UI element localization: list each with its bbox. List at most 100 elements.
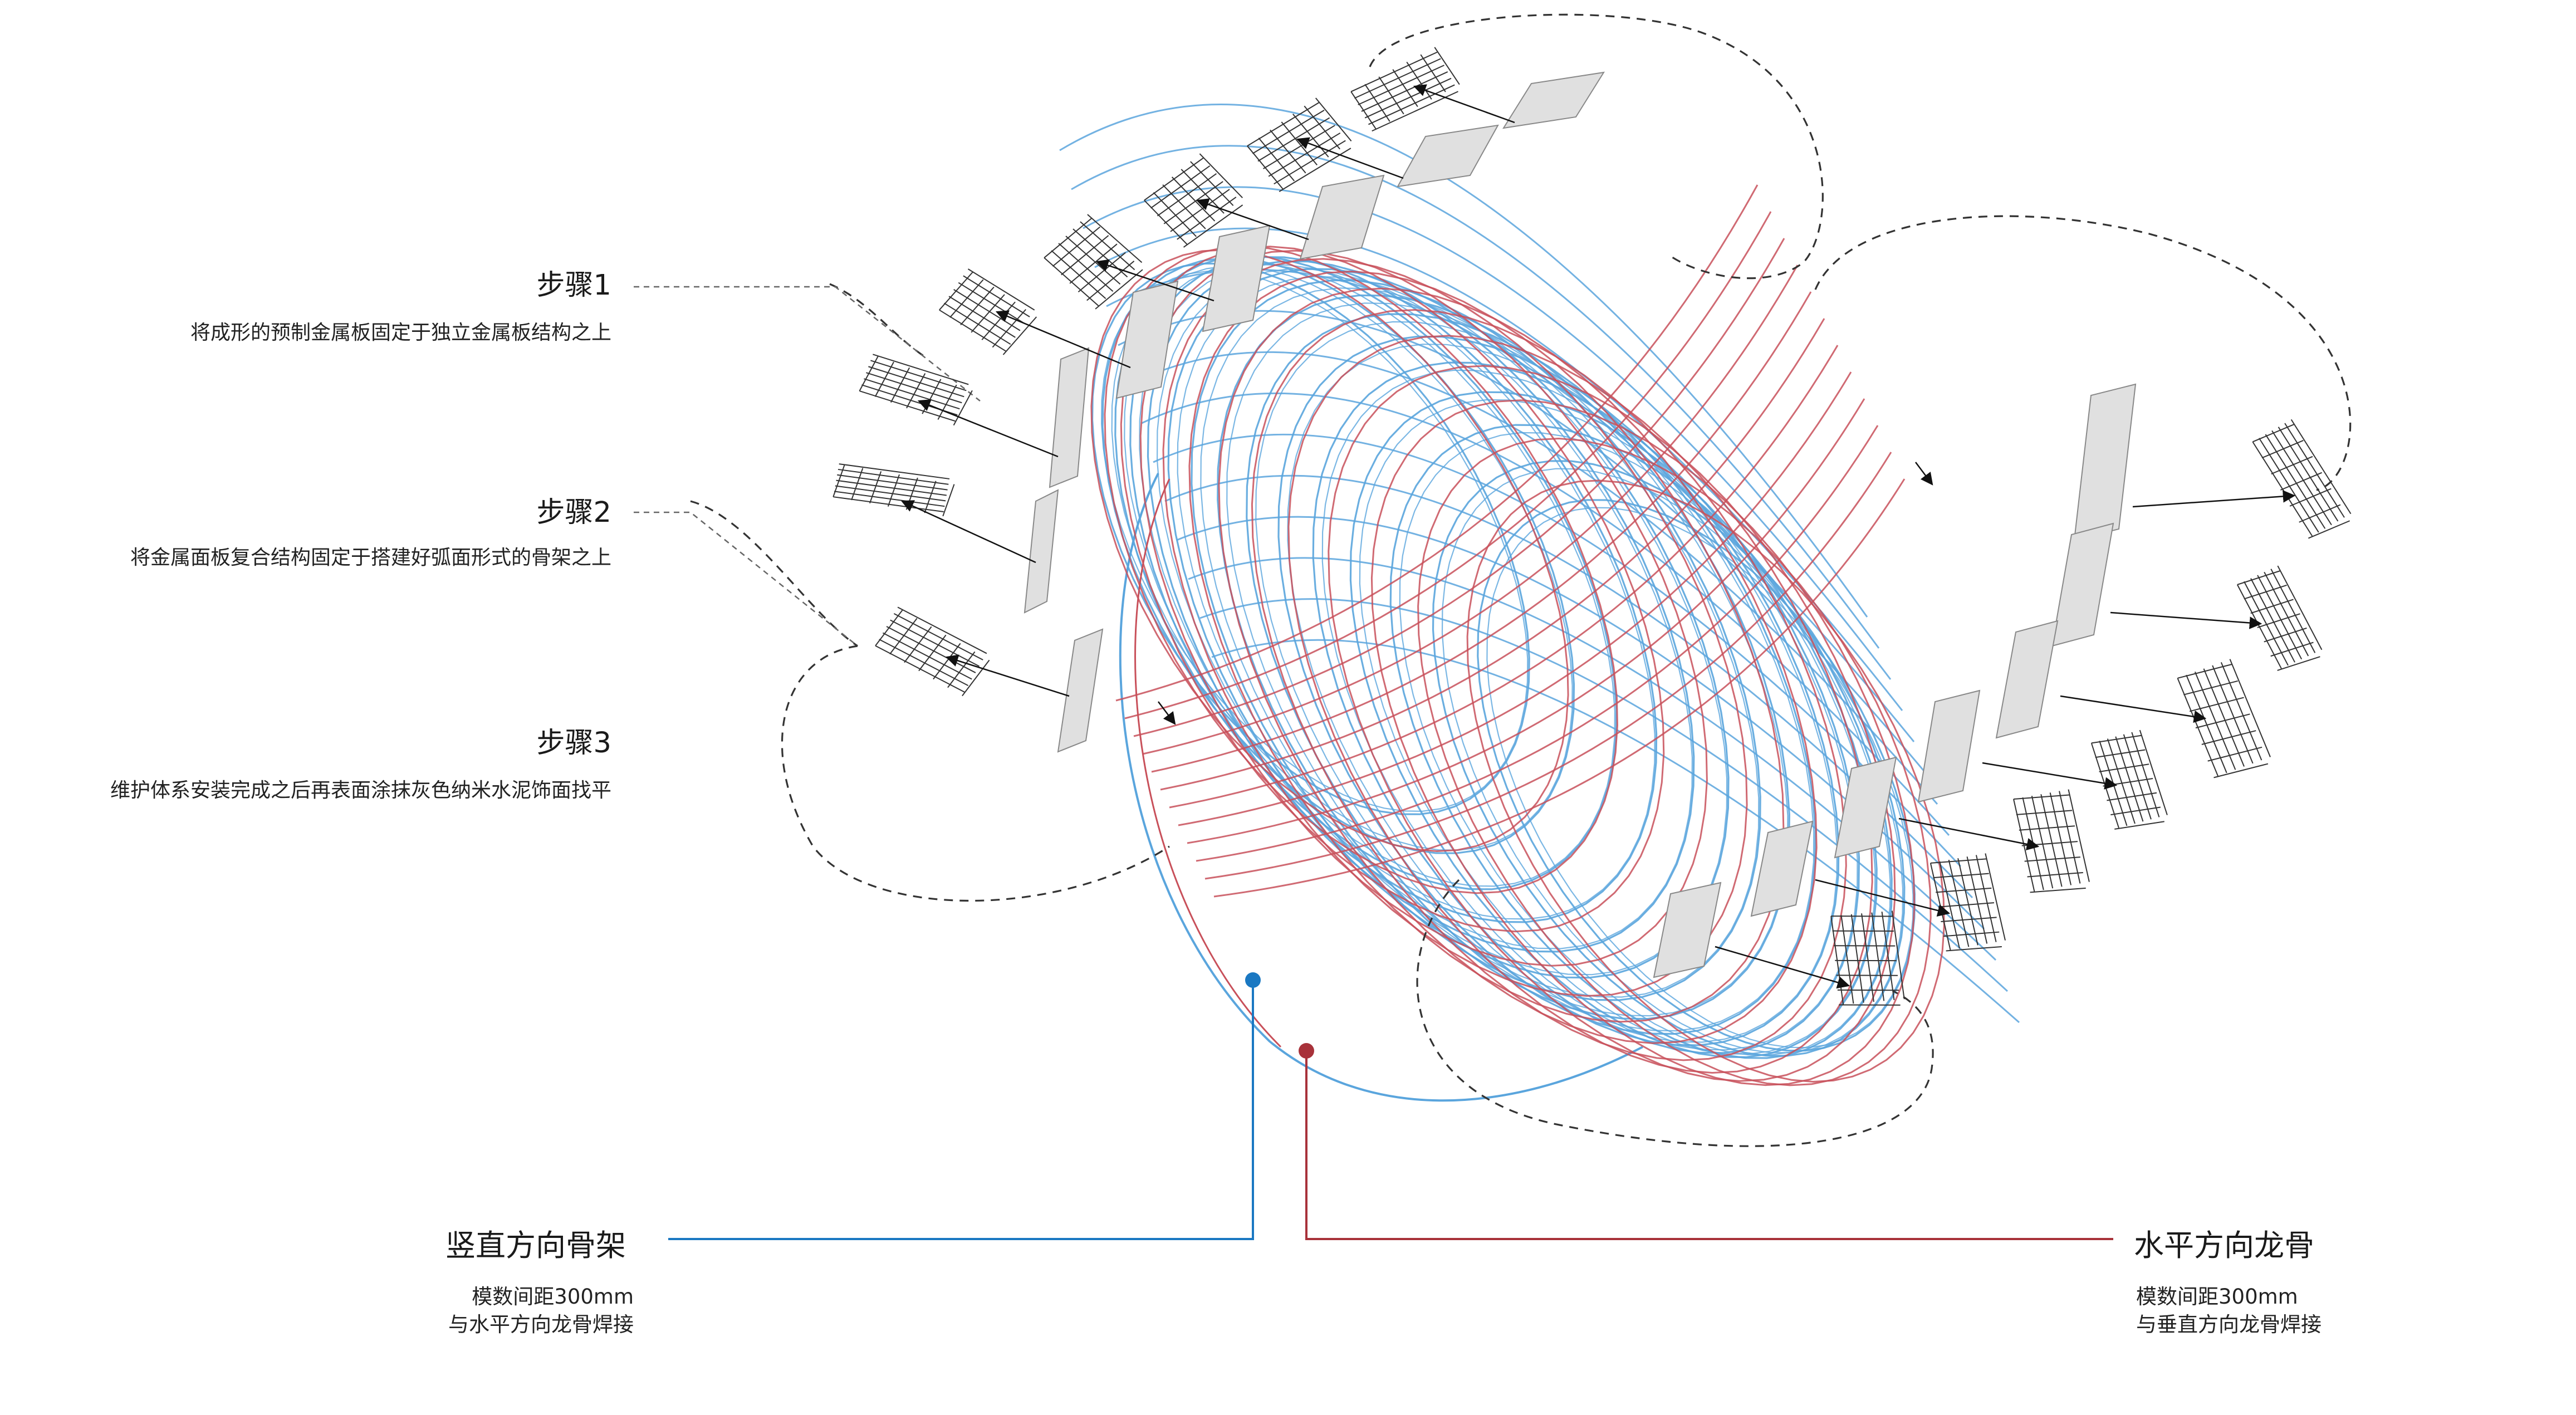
- mesh-line: [1002, 316, 1037, 355]
- left-mesh-7: [832, 463, 955, 517]
- left-panel-3: [1299, 174, 1385, 260]
- mesh-line: [1270, 129, 1306, 174]
- right-arrow-5: [1898, 817, 2040, 851]
- horizontal-rib: [1287, 335, 1873, 1074]
- left-arrow-4: [1095, 259, 1214, 302]
- mesh-line: [2031, 795, 2054, 889]
- mesh-line: [922, 379, 942, 414]
- mesh-line: [2201, 730, 2256, 745]
- mesh-line: [1315, 97, 1352, 141]
- mesh-line: [882, 632, 972, 680]
- mesh-line: [873, 354, 969, 385]
- mesh-line: [1258, 138, 1295, 182]
- left-mesh-1: [1350, 47, 1460, 132]
- blue-lattice-rib: [1153, 433, 1962, 868]
- blue-lattice-rib: [1094, 227, 1903, 711]
- mesh-line: [2212, 665, 2254, 764]
- right-panel-1: [2073, 383, 2137, 541]
- mesh-line: [866, 372, 962, 404]
- mesh-line: [1052, 226, 1100, 267]
- mesh-line: [2271, 456, 2313, 475]
- mesh-line: [1850, 914, 1864, 1003]
- mesh-line: [1177, 197, 1237, 240]
- mesh-line: [1871, 912, 1885, 1001]
- mesh-line: [1406, 61, 1432, 100]
- mesh-line: [1257, 117, 1330, 162]
- mesh-line: [943, 302, 1011, 345]
- mesh-line: [2203, 668, 2245, 767]
- vertical-rib: [1312, 361, 1860, 1054]
- right-mesh-1: [2252, 419, 2352, 539]
- step-3-title: 步骤3: [536, 727, 611, 760]
- mesh-line: [2259, 438, 2319, 533]
- red-lattice-rib: [1124, 211, 1772, 719]
- mesh-line: [1372, 91, 1458, 132]
- mesh-line: [2049, 792, 2072, 885]
- horizontal-rib: [1370, 399, 1916, 1086]
- dashed-curve-2: [1814, 215, 2352, 491]
- horizontal-rib: [1417, 437, 1932, 1086]
- mesh-line: [1943, 931, 2000, 937]
- horizontal-keel-note: 模数间距300mm 与垂直方向龙骨焊接: [2136, 1283, 2322, 1339]
- mesh-line: [953, 288, 1021, 331]
- mesh-line: [1058, 243, 1114, 292]
- mesh-line: [2030, 887, 2086, 893]
- horizontal-keel-spacing: 模数间距300mm: [2136, 1285, 2298, 1309]
- left-panel-2: [1397, 124, 1499, 188]
- step-2-desc: 将金属面板复合结构固定于搭建好弧面形式的骨架之上: [130, 546, 611, 569]
- arrow-lines: [900, 84, 2296, 989]
- mesh-line: [2016, 810, 2073, 815]
- vertical-frame-note: 模数间距300mm 与水平方向龙骨焊接: [434, 1283, 634, 1339]
- right-mesh-2: [2236, 565, 2323, 671]
- mesh-line: [2195, 713, 2250, 729]
- mesh-line: [1183, 204, 1243, 248]
- right-panel-7: [1653, 882, 1722, 978]
- mesh-line: [2229, 659, 2271, 757]
- vertical-rib-inner: [1287, 344, 1838, 1043]
- mesh-line: [2278, 427, 2339, 522]
- mesh-line: [1279, 148, 1351, 192]
- vertical-rib: [1167, 268, 1730, 979]
- right-panel-4: [1917, 689, 1981, 803]
- mesh-line: [1095, 269, 1143, 310]
- red-lattice-rib: [1187, 398, 1865, 844]
- horizontal-keel-title: 水平方向龙骨: [2134, 1228, 2314, 1263]
- red-lattice-rib: [1213, 478, 1906, 898]
- mesh-line: [2194, 672, 2236, 770]
- horizontal-rib: [1120, 246, 1665, 933]
- mesh-line: [1861, 913, 1874, 1002]
- mesh-line: [2099, 763, 2149, 772]
- mesh-line: [1304, 105, 1340, 150]
- mesh-line: [1378, 76, 1404, 115]
- mesh-line: [2040, 794, 2063, 887]
- left-panel-8: [1057, 628, 1104, 753]
- mesh-line: [1171, 177, 1216, 222]
- step-1-desc: 将成形的预制金属板固定于独立金属板结构之上: [190, 321, 611, 344]
- step-1-title: 步骤1: [536, 269, 611, 302]
- step-3-desc: 维护体系安装完成之后再表面涂抹灰色纳米水泥饰面找平: [110, 779, 611, 802]
- mesh-line: [1836, 975, 1898, 976]
- mesh-line: [1835, 959, 1897, 962]
- mesh-line: [1881, 911, 1895, 1000]
- right-panel-5: [1834, 756, 1897, 859]
- mesh-line: [960, 286, 995, 326]
- vertical-frame-title: 竖直方向骨架: [445, 1228, 626, 1263]
- horizontal-keel-ribs: [1090, 184, 1945, 1086]
- mesh-line: [2280, 472, 2323, 491]
- vertical-rib-inner: [1486, 507, 1914, 1049]
- mesh-line: [838, 468, 949, 485]
- mesh-line: [886, 626, 976, 673]
- red-lattice-rib: [1160, 318, 1825, 791]
- solid-panels: [1023, 71, 2137, 978]
- mesh-line: [1966, 856, 1988, 944]
- mesh-line: [2244, 581, 2289, 666]
- mesh-line: [1434, 47, 1460, 85]
- left-panel-7: [1023, 489, 1059, 614]
- mesh-line: [2059, 791, 2081, 884]
- mesh-line: [1072, 228, 1128, 278]
- right-arrow-4: [1982, 762, 2118, 790]
- mesh-line: [2027, 871, 2083, 878]
- right-arrow-3: [2060, 695, 2207, 723]
- mesh-line: [2277, 565, 2323, 650]
